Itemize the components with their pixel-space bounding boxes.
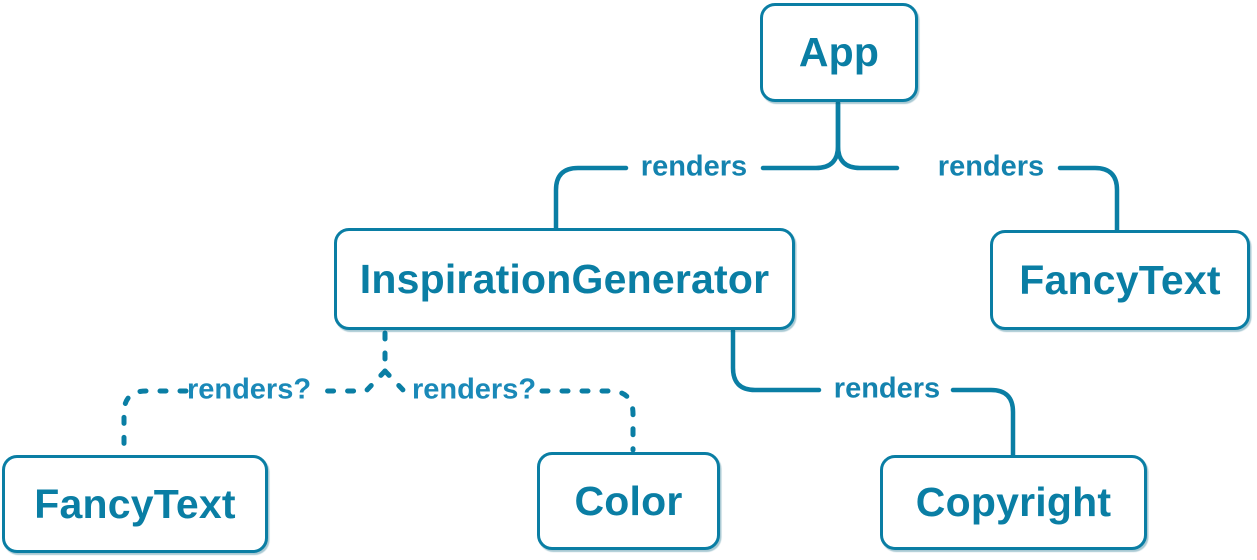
edge-app-to-fancy-text bbox=[835, 100, 1120, 234]
edge-label-renders-question-color: renders? bbox=[411, 373, 537, 406]
edge-inspiration-generator-to-copyright bbox=[730, 328, 1016, 459]
node-app: App bbox=[760, 3, 918, 102]
edge-label-renders-inspiration-generator: renders bbox=[640, 150, 748, 183]
node-copyright: Copyright bbox=[880, 455, 1147, 550]
node-fancy-text-top: FancyText bbox=[990, 230, 1250, 330]
edge-label-renders-copyright: renders bbox=[833, 372, 941, 405]
edge-label-renders-question-fancy-text: renders? bbox=[186, 373, 312, 406]
node-fancy-text-bottom: FancyText bbox=[2, 455, 268, 553]
edge-label-renders-fancy-text: renders bbox=[937, 150, 1045, 183]
edge-inspiration-generator-to-color bbox=[382, 368, 636, 453]
node-color: Color bbox=[537, 452, 720, 550]
node-inspiration-generator: InspirationGenerator bbox=[334, 228, 795, 330]
edge-inspiration-generator-to-fancy-text-bottom bbox=[121, 368, 388, 454]
